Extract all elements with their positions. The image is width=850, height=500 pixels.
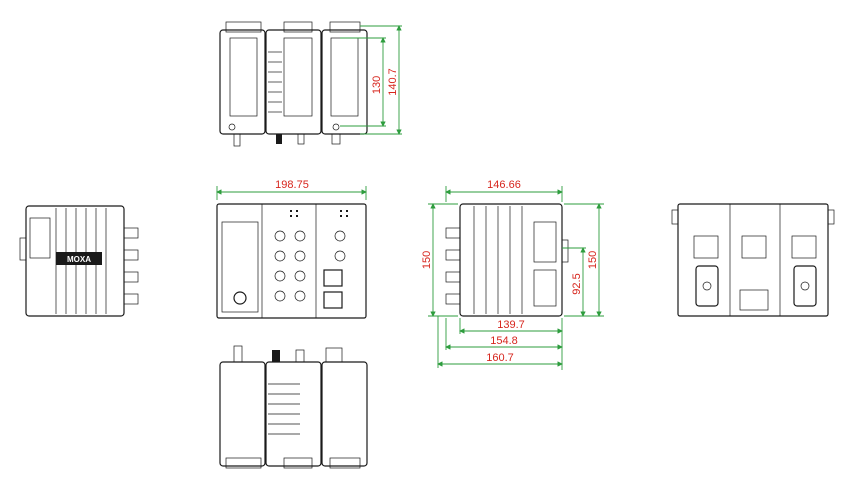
top-view	[219, 21, 368, 147]
front-view	[216, 203, 367, 319]
dim-side-bottom-2: 154.8	[490, 335, 518, 347]
dim-top-height-inner: 130	[371, 76, 383, 94]
rear-view	[671, 203, 835, 317]
right-side-view-dimensions: 146.66 150 150 92.5 139.7 154.8 160.7	[421, 179, 604, 370]
dim-top-height-outer: 140.7	[387, 68, 399, 96]
dim-side-height-right: 150	[587, 251, 599, 269]
dim-front-width: 198.75	[275, 179, 309, 191]
dim-side-width: 146.66	[487, 179, 521, 191]
top-view-dimensions: 130 140.7	[340, 25, 402, 135]
front-view-dimensions: 198.75	[216, 179, 367, 200]
dim-side-height-left: 150	[421, 251, 433, 269]
left-side-view: MOXA	[19, 205, 139, 317]
dim-side-bottom-3: 160.7	[486, 352, 514, 364]
moxa-logo: MOXA	[67, 255, 91, 264]
right-side-view	[445, 203, 569, 317]
bottom-view	[219, 345, 368, 469]
dim-side-mid-height: 92.5	[571, 273, 583, 294]
dim-side-bottom-1: 139.7	[497, 319, 525, 331]
